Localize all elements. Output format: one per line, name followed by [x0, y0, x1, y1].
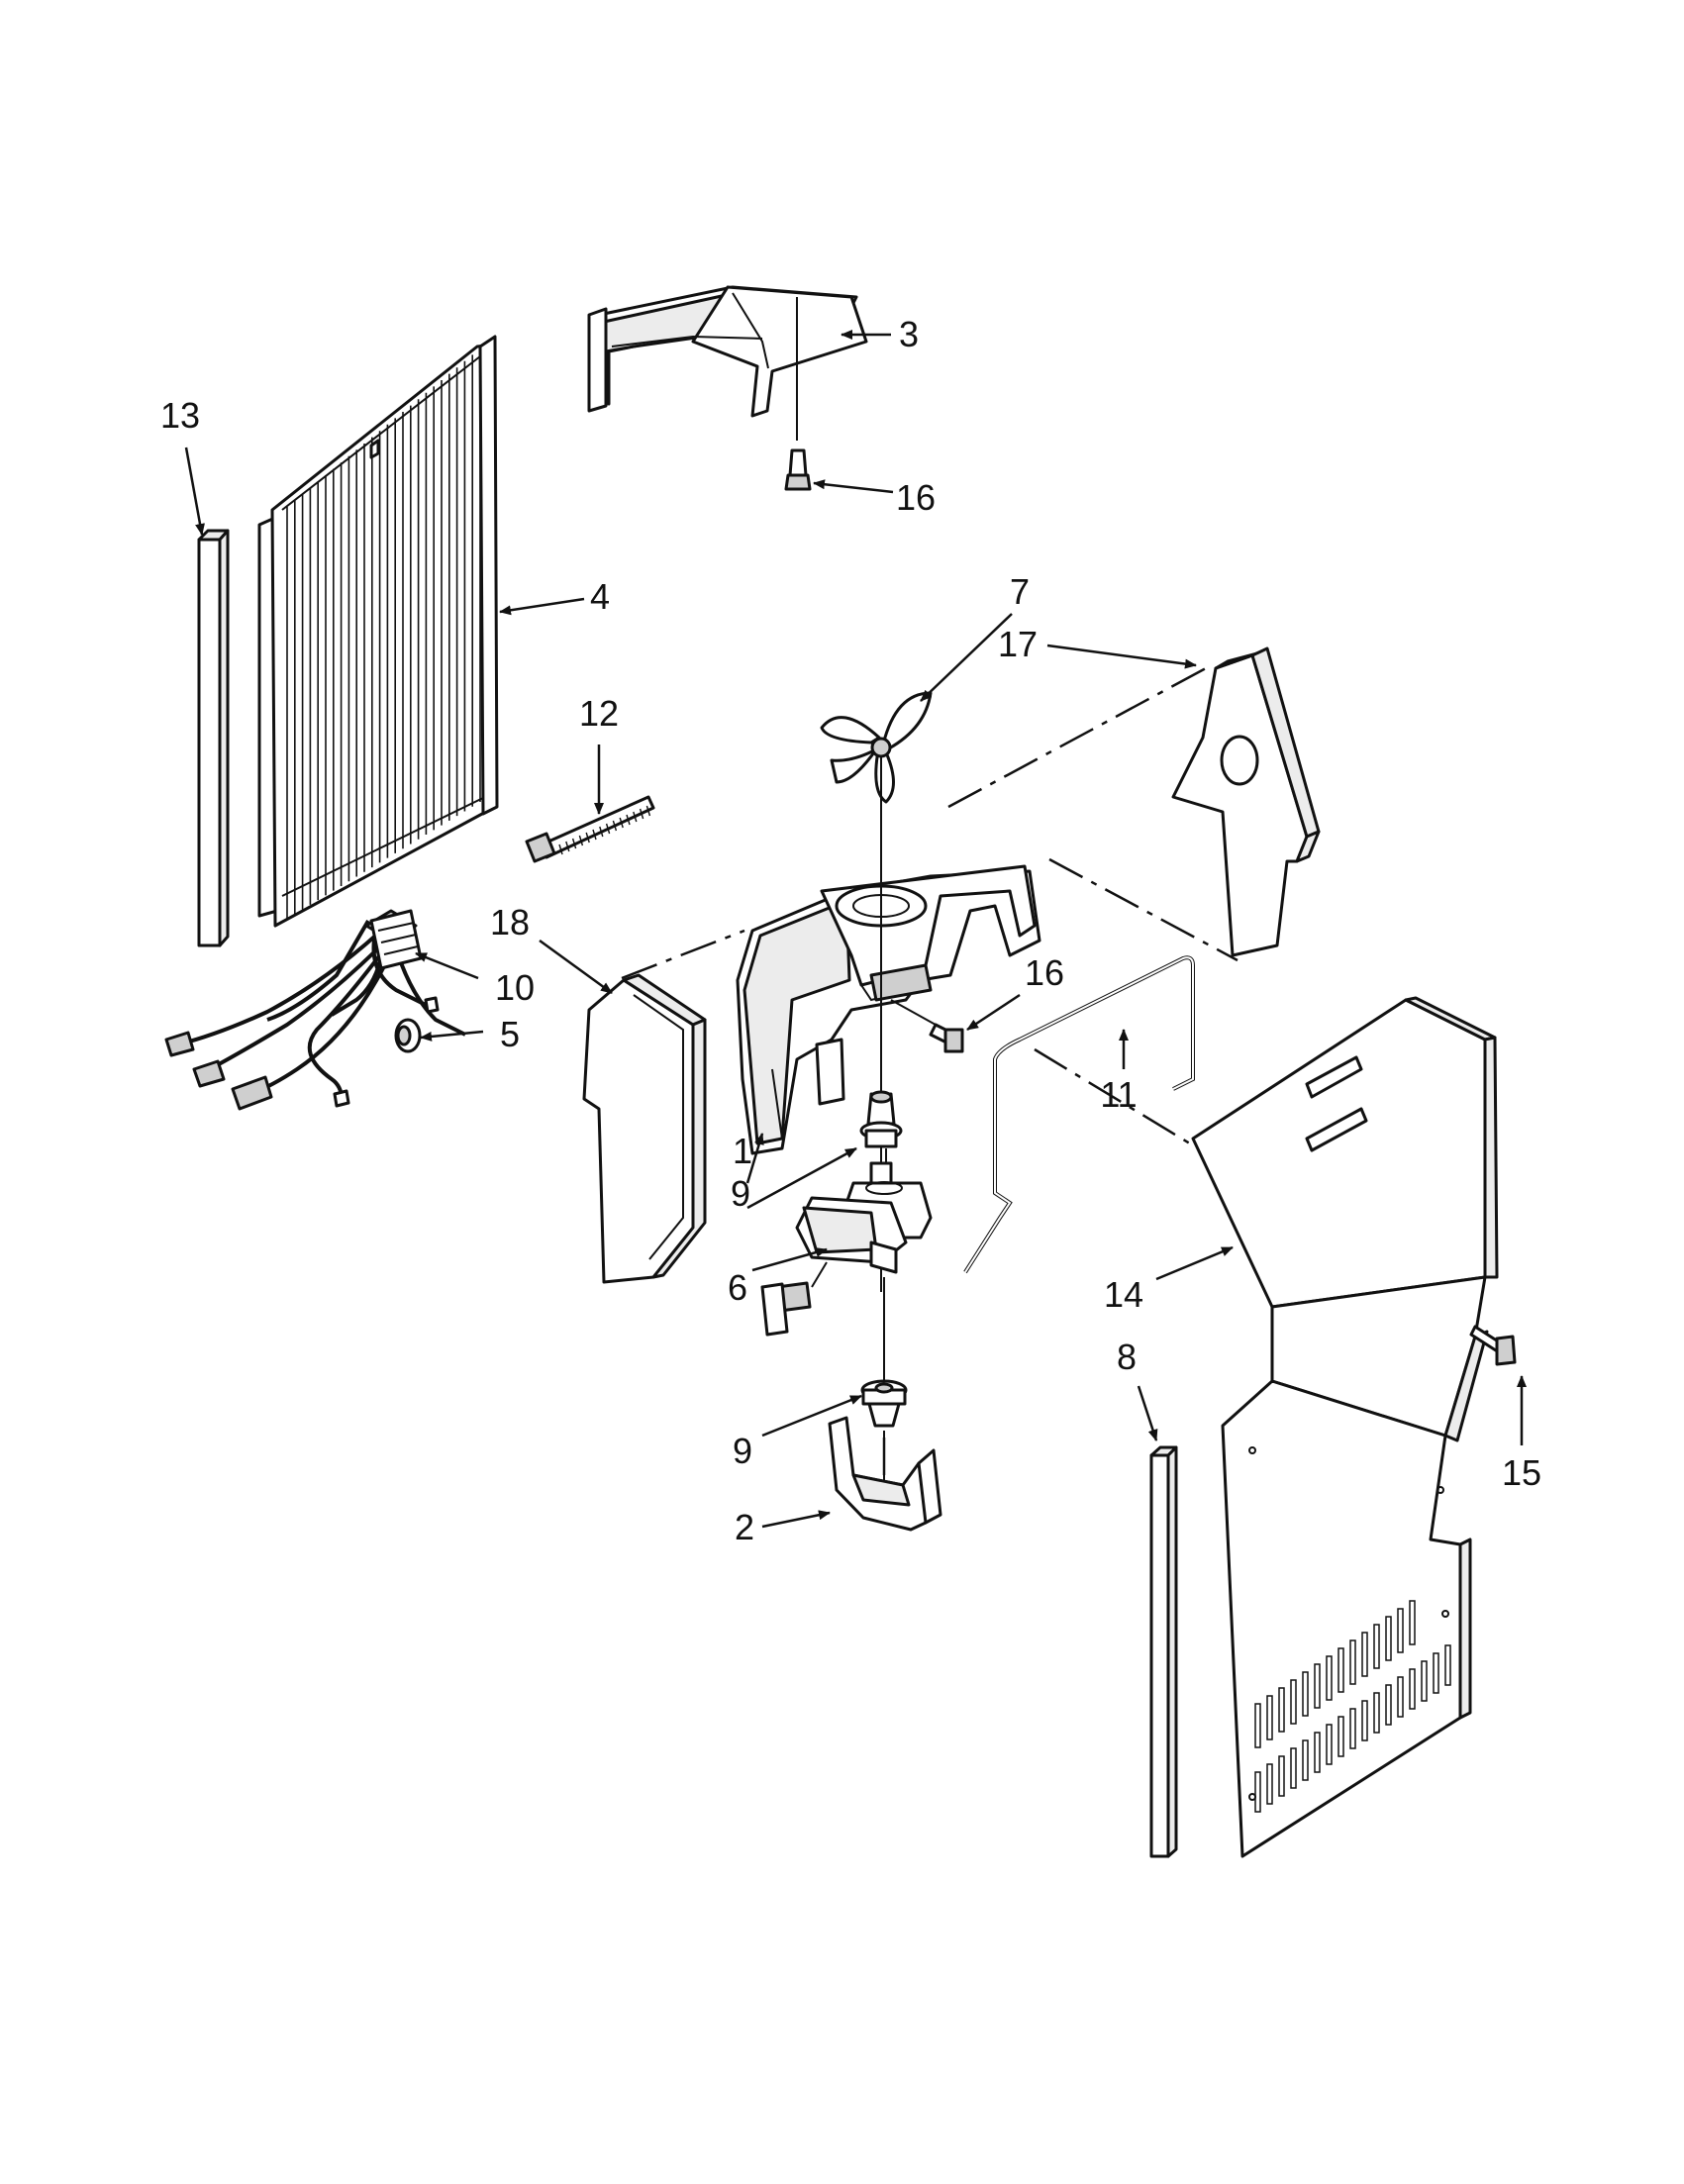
- callout-8: 8: [1117, 1337, 1137, 1377]
- part-12-cable-tie: [525, 795, 655, 863]
- callout-14: 14: [1104, 1274, 1143, 1315]
- part-2-motor-bracket: [828, 1416, 942, 1532]
- callout-1: 1: [733, 1131, 752, 1171]
- callout-6: 6: [728, 1267, 747, 1308]
- callout-labels: 3 16 13 4 7 17 12 18 10 5 16 11 1 9 6 9 …: [160, 314, 1541, 1547]
- part-11-wire-rod: [963, 955, 1195, 1274]
- part-14-access-panel: [1191, 996, 1499, 1858]
- callout-2: 2: [735, 1507, 754, 1547]
- callout-13: 13: [160, 395, 200, 436]
- callout-10: 10: [495, 967, 535, 1008]
- part-15-screw: [1469, 1325, 1517, 1366]
- callout-7: 7: [1010, 571, 1030, 612]
- part-9-motor-grommet-lower: [860, 1379, 908, 1428]
- part-10-wire-harness: [164, 909, 466, 1111]
- part-3-duct-cover: [587, 285, 868, 418]
- part-17-foam-insulator: [1171, 646, 1321, 957]
- callout-17: 17: [998, 624, 1038, 664]
- callout-18: 18: [490, 902, 530, 943]
- assembly-alignment-lines: [621, 666, 1238, 1485]
- part-13-foam-strip: [197, 529, 230, 947]
- part-16-screw-top: [784, 297, 812, 491]
- callout-16-middle: 16: [1025, 952, 1064, 993]
- part-18-foam-insulator: [582, 973, 707, 1284]
- part-4-grille-panel: [257, 335, 499, 928]
- callout-16-top: 16: [896, 477, 936, 518]
- part-9-motor-grommet-upper: [859, 1090, 903, 1148]
- callout-9-lower: 9: [733, 1431, 752, 1471]
- callout-5: 5: [500, 1014, 520, 1054]
- callout-11: 11: [1100, 1074, 1137, 1115]
- leader-lines: [184, 330, 1527, 1529]
- callout-12: 12: [579, 693, 619, 734]
- part-1-fan-housing: [736, 864, 1041, 1155]
- part-5-grommet: [394, 1018, 422, 1053]
- part-7-fan-blade: [820, 691, 933, 804]
- callout-3: 3: [899, 314, 919, 354]
- part-8-foam-strip: [1149, 1445, 1178, 1858]
- part-6-fan-motor: [760, 1161, 933, 1337]
- callout-4: 4: [590, 576, 610, 617]
- callout-15: 15: [1502, 1452, 1541, 1493]
- part-16-screw-middle: [890, 999, 964, 1053]
- callout-9-upper: 9: [731, 1173, 750, 1214]
